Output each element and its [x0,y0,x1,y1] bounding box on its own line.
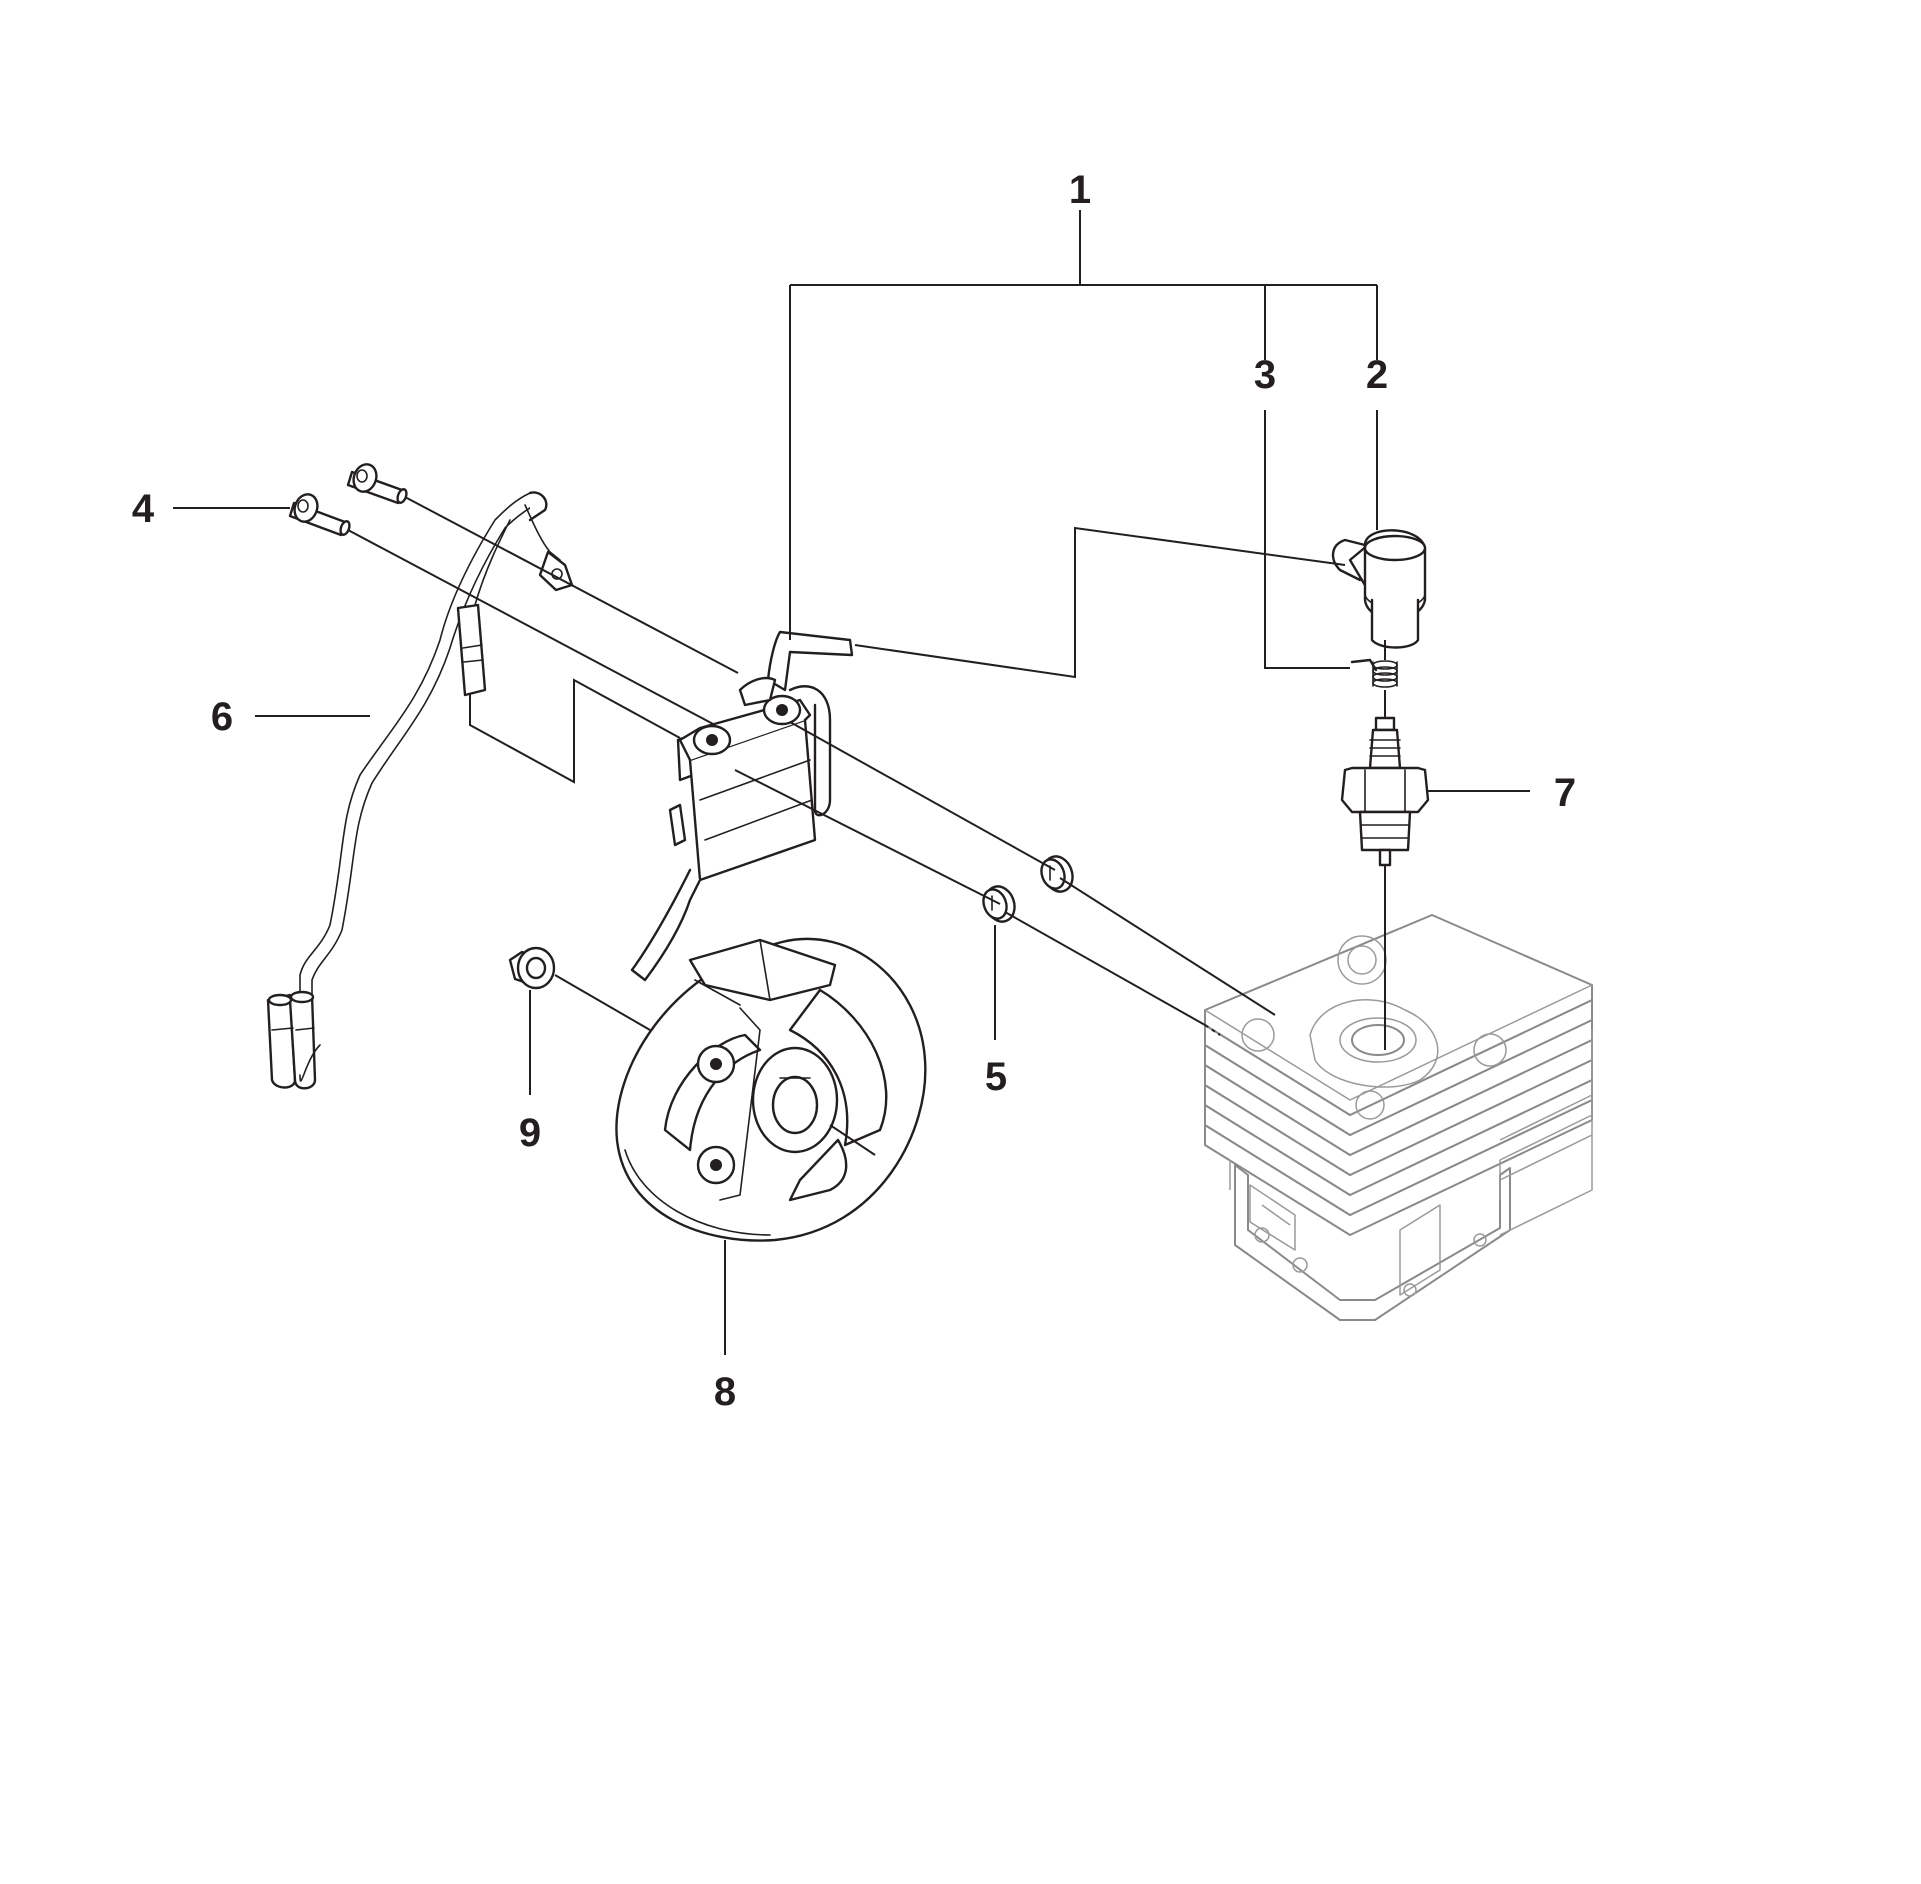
callout-3: 3 [1254,353,1276,397]
callout-8: 8 [714,1370,736,1414]
screws-part-4[interactable] [288,461,408,537]
callout-7: 7 [1554,771,1576,815]
callout-4: 4 [132,487,155,531]
wire-harness-part-6[interactable] [266,491,574,1090]
spark-plug-part-7[interactable] [1340,716,1430,867]
callout-5: 5 [985,1055,1007,1099]
cylinder-reference [1204,914,1593,1321]
washers-part-5[interactable] [980,852,1078,925]
callout-6: 6 [211,695,233,739]
callout-9: 9 [519,1111,541,1155]
callout-2: 2 [1366,353,1388,397]
spring-part-3[interactable] [1350,658,1398,688]
callout-labels: 1 2 3 4 5 6 7 8 9 [132,168,1576,1414]
ignition-module[interactable] [630,630,854,982]
spark-plug-cap-part-2[interactable] [1331,529,1427,649]
callout-1: 1 [1069,168,1091,212]
flywheel-part-8[interactable] [615,937,927,1242]
flywheel-nut-part-9[interactable] [508,946,556,990]
leader-lines [173,210,1530,1355]
